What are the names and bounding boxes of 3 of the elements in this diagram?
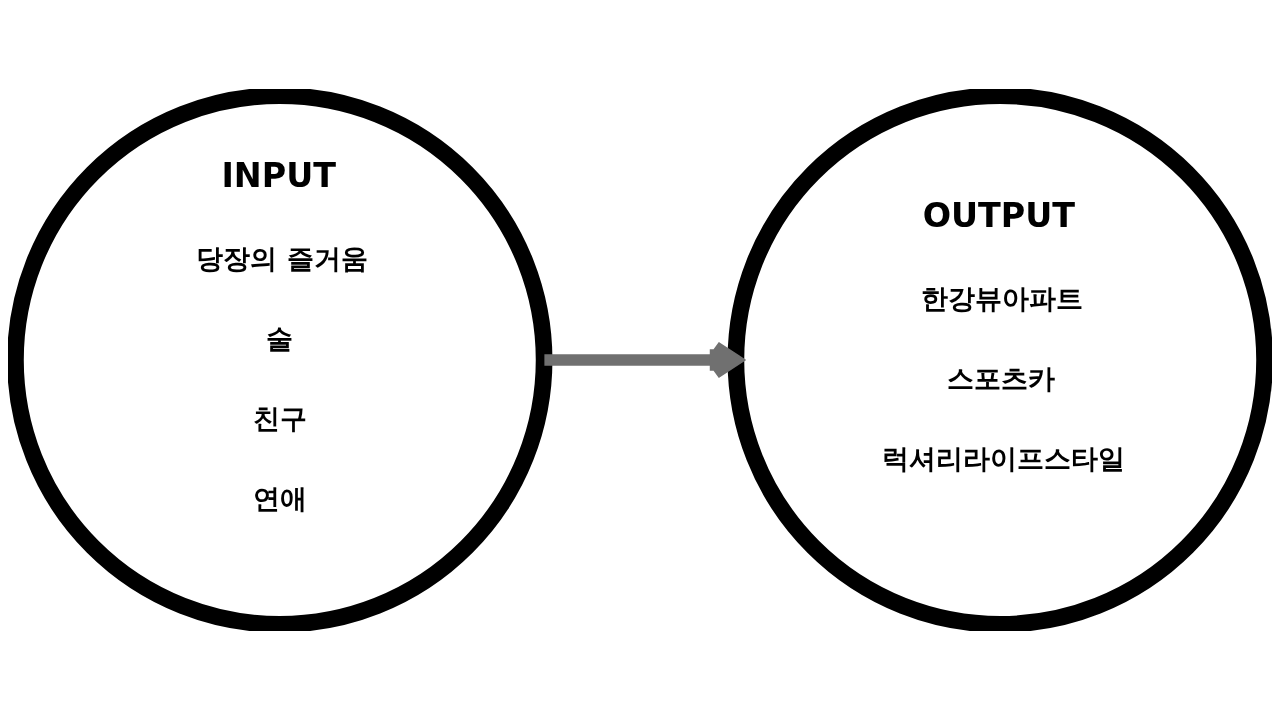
- node-circle: OUTPUT 한강뷰아파트 스포츠카 럭셔리라이프스타일: [727, 89, 1272, 631]
- node-circle: INPUT 당장의 즐거움 술 친구 연애: [8, 89, 553, 631]
- arrow: [544, 341, 743, 379]
